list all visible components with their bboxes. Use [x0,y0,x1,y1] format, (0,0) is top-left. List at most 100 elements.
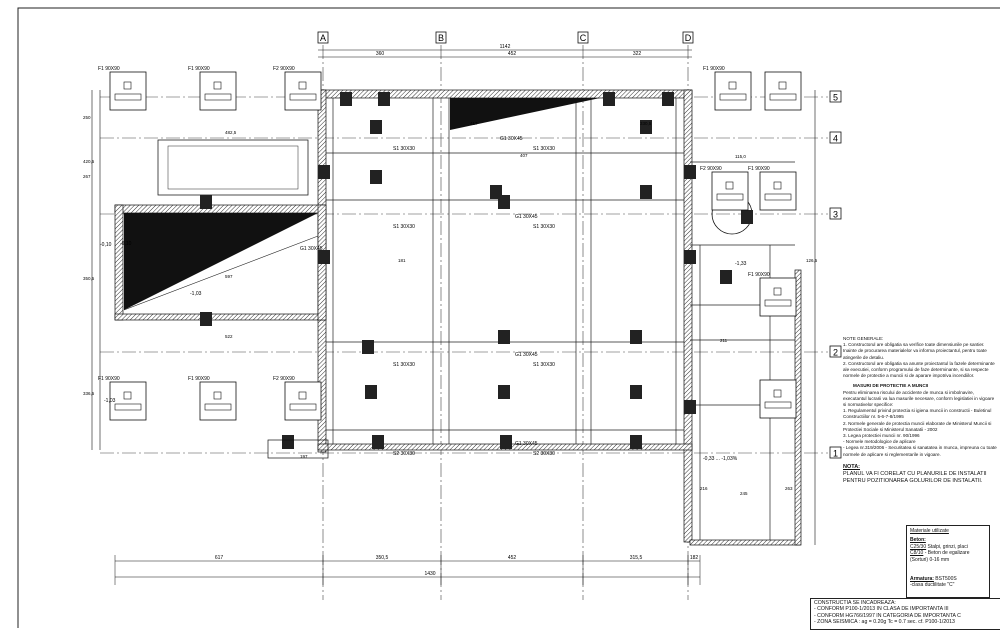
armatura-title: Armatura: [910,575,934,582]
armatura-class: -clasa ductilitate "C" [910,582,955,589]
foundation-pad [109,381,147,421]
dim-text: 245 [740,491,748,496]
slope-line [123,235,319,311]
dim-text: 267 [83,174,91,179]
slope-wedge [450,98,600,130]
general-note-1: 1. Constructorul are obligatia sa verifi… [843,342,987,360]
foundation-label: F2 90X90 [700,166,722,172]
foundation-pad [714,71,752,111]
column [684,165,696,179]
sheet-border [17,7,1000,628]
wall [114,204,124,321]
safety-intro: Pentru eliminarea riscului de accidente … [843,389,995,408]
column [318,250,330,264]
axis-bubble [829,90,842,103]
foundation-column [298,81,307,90]
axis-label: 1 [833,449,838,459]
general-notes-title: NOTE GENERALE: [843,336,884,341]
safety-2: 2. Normele generale de protectia muncii … [843,420,992,432]
beam-label: G1 30X45 [515,214,538,220]
element-labels: F1 90X90 F1 90X90 F2 90X90 F1 90X90 F1 90X90… [98,66,770,462]
column-label: S1 30X30 [533,362,555,368]
column-label: S1 30X30 [393,146,415,152]
column [603,92,615,106]
column [200,195,212,209]
column [318,165,330,179]
beton-2-code: C8/10 [910,550,924,557]
materials-legend: Materiale utilizate Beton: C25/30 Stalpi… [906,525,990,598]
foundation-tag [716,193,744,201]
column [498,195,510,209]
safety-3b: - Legea nr.319/2006 - Securitatea si san… [843,445,997,457]
foundation-column [213,391,222,400]
dim-text: 250 [83,115,91,120]
safety-title: MASURI DE PROTECTIE A MUNCII [853,383,929,389]
column [370,120,382,134]
foundation-label: F1 90X90 [188,66,210,72]
dim-text: 417 [470,121,478,126]
foundation-tag [114,93,142,101]
nota-text: PLANUL VA FI CORELAT CU PLANURILE DE INS… [843,470,987,484]
dim-text: 597 [225,274,233,279]
column-label: S2 30X30 [533,451,555,457]
foundation-label: F1 90X90 [98,376,120,382]
column [684,400,696,414]
column [630,330,642,344]
foundation-label: F1 90X90 [98,66,120,72]
column-label: S2 30X30 [393,451,415,457]
beton-title: Beton: [910,537,926,544]
wall [114,204,326,214]
column [720,270,732,284]
column [500,435,512,449]
foundation-column [728,81,737,90]
foundation-pad [199,381,237,421]
dim-text: 211 [720,338,728,343]
level-mark: -0,33 ... -1,03% [703,456,738,462]
level-mark: -0,10 [120,241,132,247]
beam-label: G1 30X45 [300,246,323,252]
column [662,92,674,106]
foundation-pad [284,71,322,111]
classification-box: CONSTRUCTIA SE INCADREAZA: - CONFORM P10… [810,598,1000,630]
dim-text: 522 [225,334,233,339]
foundation-pad [759,277,797,317]
axis-label: 2 [833,348,838,358]
dim-text: 322 [633,51,642,57]
dim-text: 336,5 [83,391,95,396]
beam-label: G1 30X45 [500,136,523,142]
foundation-tag [764,401,792,409]
pit-inner [167,145,299,190]
foundation-tag [769,93,797,101]
dim-text: 350,5 [376,555,389,561]
column-label: S1 30X30 [393,362,415,368]
foundation-pad [764,71,802,111]
foundation-label: F1 90X90 [703,66,725,72]
column [498,330,510,344]
foundation-tag [764,299,792,307]
axis-bubble [577,31,589,44]
level-mark: -1,03 [190,291,202,297]
wall [317,89,693,99]
beam-label: G1 30X45 [515,441,538,447]
safety-3: 3. Legea protectiei muncii nr. 90/1996 [843,433,920,439]
info-title: CONSTRUCTIA SE INCADREAZA: [814,600,896,606]
column [630,435,642,449]
foundation-pad [199,71,237,111]
dim-text: 315,5 [630,555,643,561]
axis-label: D [685,33,692,43]
dim-text: 350,5 [83,276,95,281]
foundation-column [725,181,734,190]
foundation-column [778,81,787,90]
safety-1: 1. Regulamentul privind protectia si igi… [843,408,992,420]
dim-text: 482,5 [225,130,237,135]
foundation-pad [109,71,147,111]
foundation-column [123,391,132,400]
foundation-column [298,391,307,400]
info-line-3: - ZONA SEISMICA : ag = 0.20g Tc = 0.7 se… [814,619,955,626]
footing-box [267,439,329,459]
dim-text: 216 [700,486,708,491]
level-mark: -1,03 [104,398,116,404]
column-label: S1 30X30 [533,146,555,152]
